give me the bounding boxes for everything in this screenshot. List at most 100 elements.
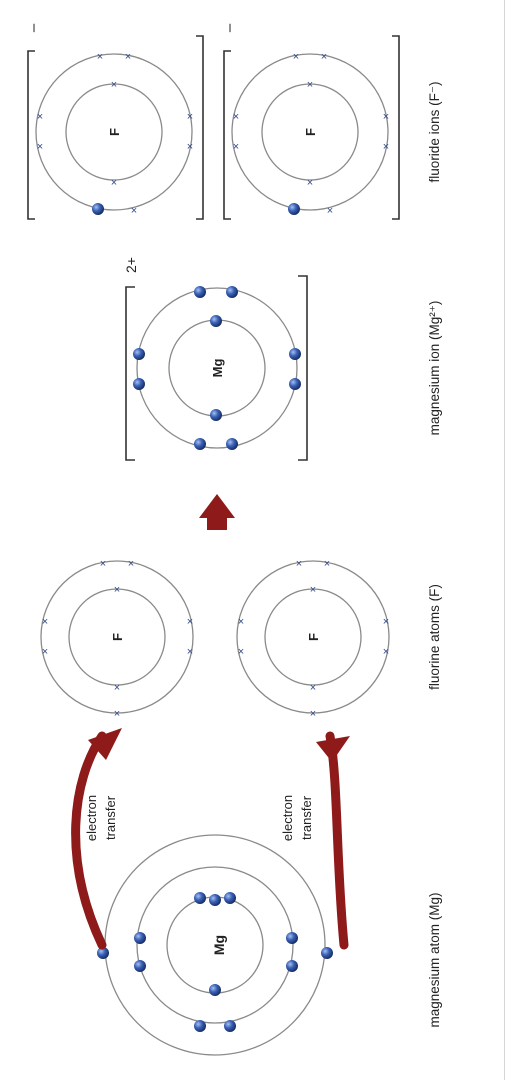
svg-text:×: × (97, 51, 103, 63)
svg-text:×: × (310, 682, 316, 694)
svg-text:×: × (128, 558, 134, 570)
electron (133, 348, 145, 360)
svg-text:×: × (383, 141, 389, 153)
svg-text:×: × (42, 616, 48, 628)
electron (289, 348, 301, 360)
svg-text:×: × (125, 51, 131, 63)
electrons (133, 286, 301, 450)
electron (210, 409, 222, 421)
electron (194, 438, 206, 450)
electron (133, 378, 145, 390)
svg-text:×: × (383, 616, 389, 628)
electron (209, 984, 221, 996)
ion-bracket-left (223, 50, 231, 220)
svg-text:×: × (307, 79, 313, 91)
magnesium-ion: Mg 2+ (123, 257, 308, 461)
gained-electron (288, 203, 300, 215)
transfer-label-line2: transfer (103, 795, 118, 840)
shell-2 (40, 560, 194, 714)
mg-ion-charge: 2+ (123, 257, 139, 273)
svg-text:×: × (383, 111, 389, 123)
svg-text:×: × (327, 205, 333, 217)
shell-1 (65, 83, 163, 181)
electron (226, 438, 238, 450)
svg-text:×: × (296, 558, 302, 570)
f-ion-symbol: F (107, 128, 122, 136)
electron-transfer-right: electron transfer (280, 731, 350, 950)
electron-crosses: ×× ×× ×× ×× × (37, 51, 193, 217)
electron (226, 286, 238, 298)
svg-text:×: × (307, 177, 313, 189)
mg-atom-caption: magnesium atom (Mg) (427, 892, 442, 1027)
electron (194, 892, 206, 904)
svg-text:×: × (310, 708, 316, 720)
reaction-arrow (199, 494, 235, 530)
svg-text:×: × (238, 616, 244, 628)
shell-2 (231, 53, 389, 211)
ion-bracket-right (196, 35, 204, 220)
svg-text:×: × (293, 51, 299, 63)
ion-bracket-left (125, 286, 135, 461)
electron-transfer-left: electron transfer (71, 728, 122, 950)
svg-text:×: × (114, 584, 120, 596)
svg-text:×: × (383, 646, 389, 658)
electron (210, 315, 222, 327)
shell-2 (236, 560, 390, 714)
transfer-arrowhead (316, 736, 350, 762)
transfer-arrow-shaft (71, 731, 107, 950)
fluoride-ion-left: ×× ×× ×× ×× × F – (25, 23, 204, 220)
svg-text:×: × (111, 177, 117, 189)
svg-text:×: × (310, 584, 316, 596)
electron-crosses: × × × × × × × × × (233, 51, 389, 217)
electron-crosses: × × × × × × × × × (238, 558, 389, 720)
mg-ion-caption: magnesium ion (Mg²⁺) (427, 301, 442, 436)
shell-2 (136, 287, 298, 449)
electron (289, 378, 301, 390)
electron (194, 1020, 206, 1032)
svg-text:×: × (187, 646, 193, 658)
gained-electron (92, 203, 104, 215)
svg-text:×: × (321, 51, 327, 63)
electron-crosses: ×× ×× ×× ×× × (42, 558, 193, 720)
f-atoms-caption: fluorine atoms (F) (427, 584, 442, 690)
fluoride-ion-right: × × × × × × × × × F – (221, 23, 400, 220)
f-ion-symbol: F (303, 128, 318, 136)
svg-text:×: × (238, 646, 244, 658)
svg-text:×: × (114, 708, 120, 720)
svg-text:×: × (114, 682, 120, 694)
transfer-arrowhead (88, 728, 122, 760)
f-ion-charge: – (221, 23, 238, 32)
electron (224, 892, 236, 904)
fluorine-atom-right: × × × × × × × × × F (236, 558, 390, 720)
electron (286, 932, 298, 944)
electron (134, 960, 146, 972)
page-edge-divider (504, 0, 505, 1080)
shell-1 (68, 588, 166, 686)
magnesium-atom: Mg (97, 834, 333, 1056)
transfer-label-line1: electron (280, 795, 295, 841)
svg-text:×: × (233, 141, 239, 153)
shell-1 (261, 83, 359, 181)
svg-text:×: × (131, 205, 137, 217)
svg-text:×: × (233, 111, 239, 123)
svg-text:×: × (42, 646, 48, 658)
fluorine-atom-left: ×× ×× ×× ×× × F (40, 558, 194, 720)
f-atom-symbol: F (306, 633, 321, 641)
svg-text:×: × (37, 141, 43, 153)
mg-atom-symbol: Mg (211, 935, 227, 955)
svg-text:×: × (187, 141, 193, 153)
ion-bracket-left (27, 50, 35, 220)
svg-text:×: × (37, 111, 43, 123)
ion-bracket-right (392, 35, 400, 220)
electron (97, 947, 109, 959)
svg-text:×: × (324, 558, 330, 570)
shell-2 (35, 53, 193, 211)
transfer-arrow-shaft (325, 731, 349, 950)
f-atom-symbol: F (110, 633, 125, 641)
svg-text:×: × (187, 111, 193, 123)
f-ion-charge: – (25, 23, 42, 32)
ion-bracket-right (298, 275, 308, 461)
transfer-label-line2: transfer (299, 795, 314, 840)
